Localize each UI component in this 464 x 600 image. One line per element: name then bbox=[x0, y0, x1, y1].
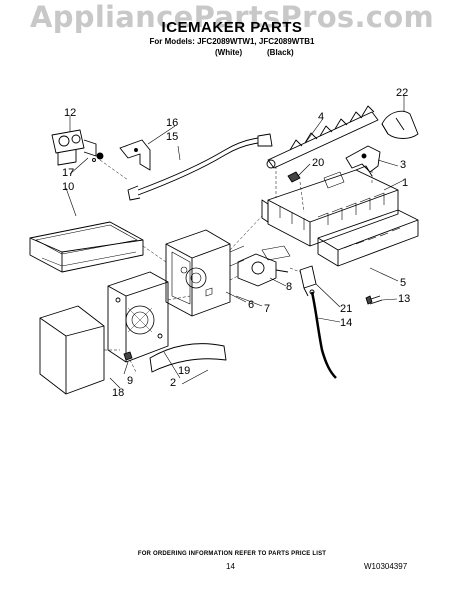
callout-4: 4 bbox=[318, 111, 324, 123]
variant-white: (White) bbox=[215, 48, 243, 57]
callout-5: 5 bbox=[400, 277, 406, 289]
fill-tube-drawing bbox=[309, 289, 337, 379]
callout-22: 22 bbox=[396, 87, 408, 99]
callout-8: 8 bbox=[286, 281, 292, 293]
cover-drawing bbox=[317, 209, 419, 267]
callout-1: 1 bbox=[402, 177, 408, 189]
page-number: 14 bbox=[226, 562, 235, 571]
variant-black: (Black) bbox=[267, 48, 294, 57]
callout-7: 7 bbox=[264, 303, 270, 315]
callout-9: 9 bbox=[127, 375, 133, 387]
control-housing-drawing bbox=[165, 229, 245, 317]
callout-21: 21 bbox=[340, 303, 352, 315]
ordering-note: FOR ORDERING INFORMATION REFER TO PARTS … bbox=[137, 551, 327, 557]
ejector-drawing bbox=[266, 105, 379, 169]
page-title: ICEMAKER PARTS bbox=[161, 19, 303, 36]
front-screw-drawing bbox=[123, 351, 133, 361]
callout-17: 17 bbox=[62, 167, 74, 179]
screw-drawing bbox=[287, 171, 301, 183]
callout-2: 2 bbox=[170, 377, 176, 389]
water-valve-drawing bbox=[51, 129, 104, 166]
wire-harness-drawing bbox=[127, 133, 273, 201]
callout-6: 6 bbox=[248, 299, 254, 311]
callout-16: 16 bbox=[166, 117, 178, 129]
arm-wire-drawing bbox=[149, 343, 227, 373]
shutoff-arm-drawing bbox=[381, 110, 419, 139]
callout-3: 3 bbox=[400, 159, 406, 171]
callout-14: 14 bbox=[340, 317, 352, 329]
small-screw-drawing bbox=[365, 295, 383, 305]
ice-bin-drawing bbox=[29, 221, 144, 273]
models-line: For Models: JFC2089WTW1, JFC2089WTB1 bbox=[149, 37, 315, 46]
bracket-drawing bbox=[119, 139, 151, 171]
motor-gear-drawing bbox=[237, 245, 291, 287]
callout-20: 20 bbox=[312, 157, 324, 169]
callout-12: 12 bbox=[64, 107, 76, 119]
stripper-drawing bbox=[345, 145, 381, 173]
document-code: W10304397 bbox=[364, 562, 408, 571]
watermark: AppliancePartsPros.com bbox=[29, 0, 435, 34]
front-cover-drawing bbox=[39, 305, 105, 395]
callout-15: 15 bbox=[166, 131, 178, 143]
callout-13: 13 bbox=[398, 293, 410, 305]
callout-18: 18 bbox=[112, 387, 124, 399]
callout-10: 10 bbox=[62, 181, 74, 193]
ice-mold-drawing bbox=[261, 165, 399, 247]
mounting-plate-drawing bbox=[107, 271, 169, 363]
callout-19: 19 bbox=[178, 365, 190, 377]
